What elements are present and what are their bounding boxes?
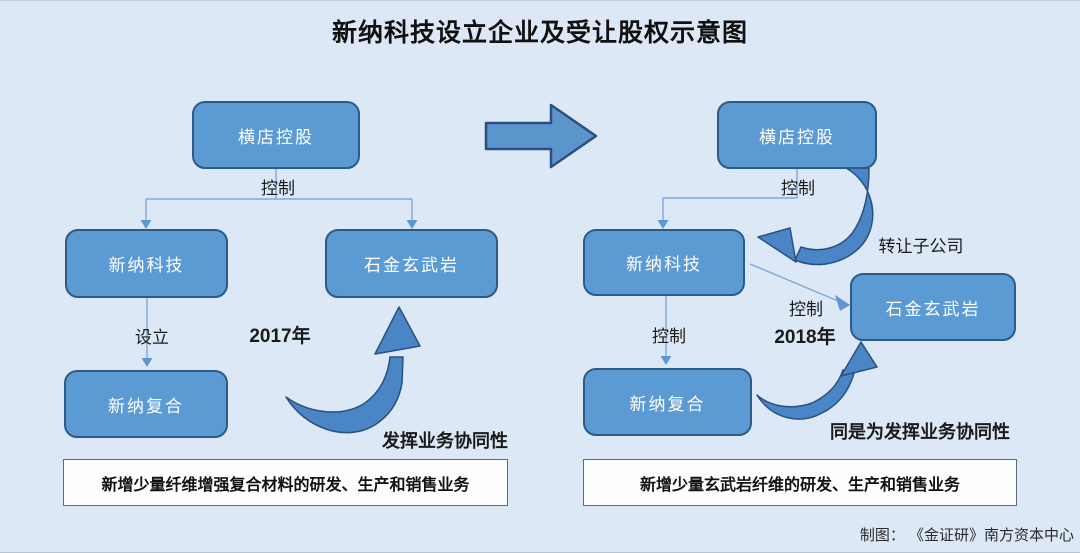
left-establish-label: 设立 [135, 328, 169, 347]
right-synergy-arrowhead [840, 341, 878, 377]
transition-block-arrow [484, 103, 598, 169]
right-business-note: 新增少量玄武岩纤维的研发、生产和销售业务 [583, 459, 1017, 506]
left-business-note: 新增少量纤维增强复合材料的研发、生产和销售业务 [63, 459, 508, 506]
right-synergy-label: 同是为发挥业务协同性 [830, 422, 1010, 442]
right-year-label: 2018年 [774, 327, 836, 348]
node-left-xinna-composite: 新纳复合 [64, 370, 228, 438]
right-synergy-curved-arrow [756, 369, 855, 420]
node-right-hengdian: 横店控股 [717, 101, 877, 169]
node-right-xinna-composite: 新纳复合 [583, 368, 752, 436]
arrowhead-into-right-shijin [835, 295, 850, 311]
right-control-diagonal-label: 控制 [789, 300, 823, 319]
left-year-label: 2017年 [249, 326, 311, 347]
left-synergy-arrowhead [374, 306, 421, 355]
arrowhead-into-left-shijin [406, 220, 418, 229]
node-left-xinna-tech: 新纳科技 [65, 229, 228, 298]
left-synergy-label: 发挥业务协同性 [382, 431, 508, 451]
right-hengdian-control-connector [662, 169, 798, 220]
node-right-shijin-basalt: 石金玄武岩 [850, 273, 1016, 341]
arrowhead-into-right-composite [660, 356, 672, 365]
node-left-shijin-basalt: 石金玄武岩 [325, 229, 498, 298]
page-title: 新纳科技设立企业及受让股权示意图 [331, 19, 748, 47]
arrowhead-into-left-xinna [140, 220, 152, 229]
node-left-hengdian: 横店控股 [192, 101, 360, 169]
left-control-label: 控制 [261, 179, 295, 198]
right-transfer-label: 转让子公司 [878, 237, 964, 256]
right-control-top-label: 控制 [781, 179, 815, 198]
credit-line: 制图： 《金证研》南方资本中心 [859, 527, 1074, 544]
transfer-arrowhead [757, 227, 797, 263]
left-hengdian-control-connector [145, 169, 413, 220]
right-control-diagonal-line [749, 263, 839, 302]
right-control-down-label: 控制 [652, 327, 686, 346]
arrowhead-into-right-xinna [657, 220, 669, 229]
node-right-xinna-tech: 新纳科技 [583, 229, 745, 296]
arrowhead-into-left-composite [141, 358, 153, 367]
left-synergy-curved-arrow [285, 356, 404, 434]
